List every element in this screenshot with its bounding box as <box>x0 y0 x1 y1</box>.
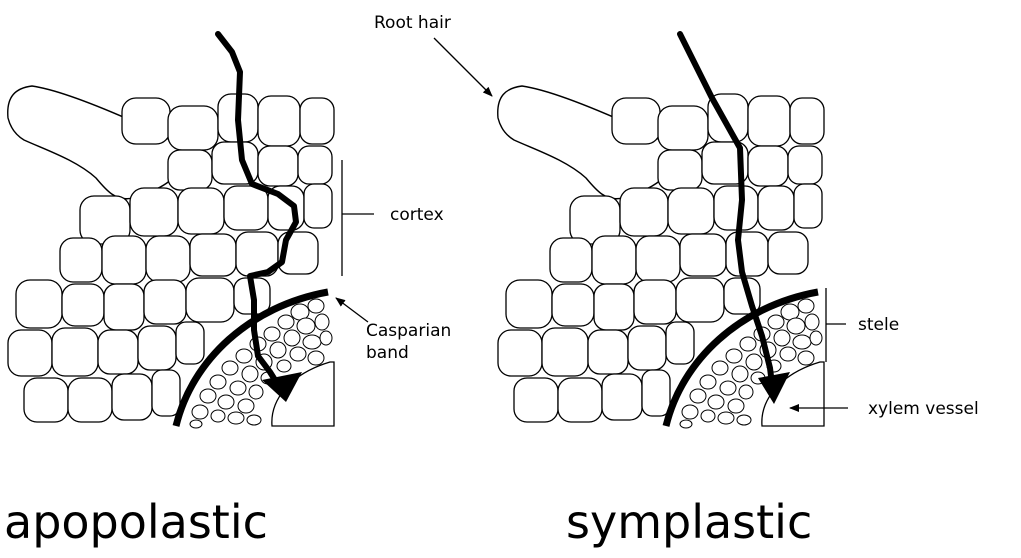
casparian-band-pointer <box>336 298 368 322</box>
xylem-vessel-label: xylem vessel <box>868 399 979 419</box>
root-hair-pointer <box>434 38 492 96</box>
root-hair-label-group: Root hair <box>374 13 492 96</box>
apoplastic-section <box>8 34 334 428</box>
caption-symplastic: symplastic <box>566 495 812 549</box>
root-hair-label: Root hair <box>374 13 451 33</box>
cortex-label-group: cortex <box>342 160 444 276</box>
stele-label-group: stele <box>826 288 899 362</box>
casparian-band-label-line2: band <box>366 343 409 363</box>
casparian-band-label-line1: Casparian <box>366 321 451 341</box>
stele-label: stele <box>858 315 899 335</box>
cortex-label: cortex <box>390 205 444 225</box>
symplastic-section <box>498 34 824 428</box>
caption-apoplastic: apopolastic <box>4 495 268 549</box>
casparian-band-label-group: Casparian band <box>336 298 451 363</box>
